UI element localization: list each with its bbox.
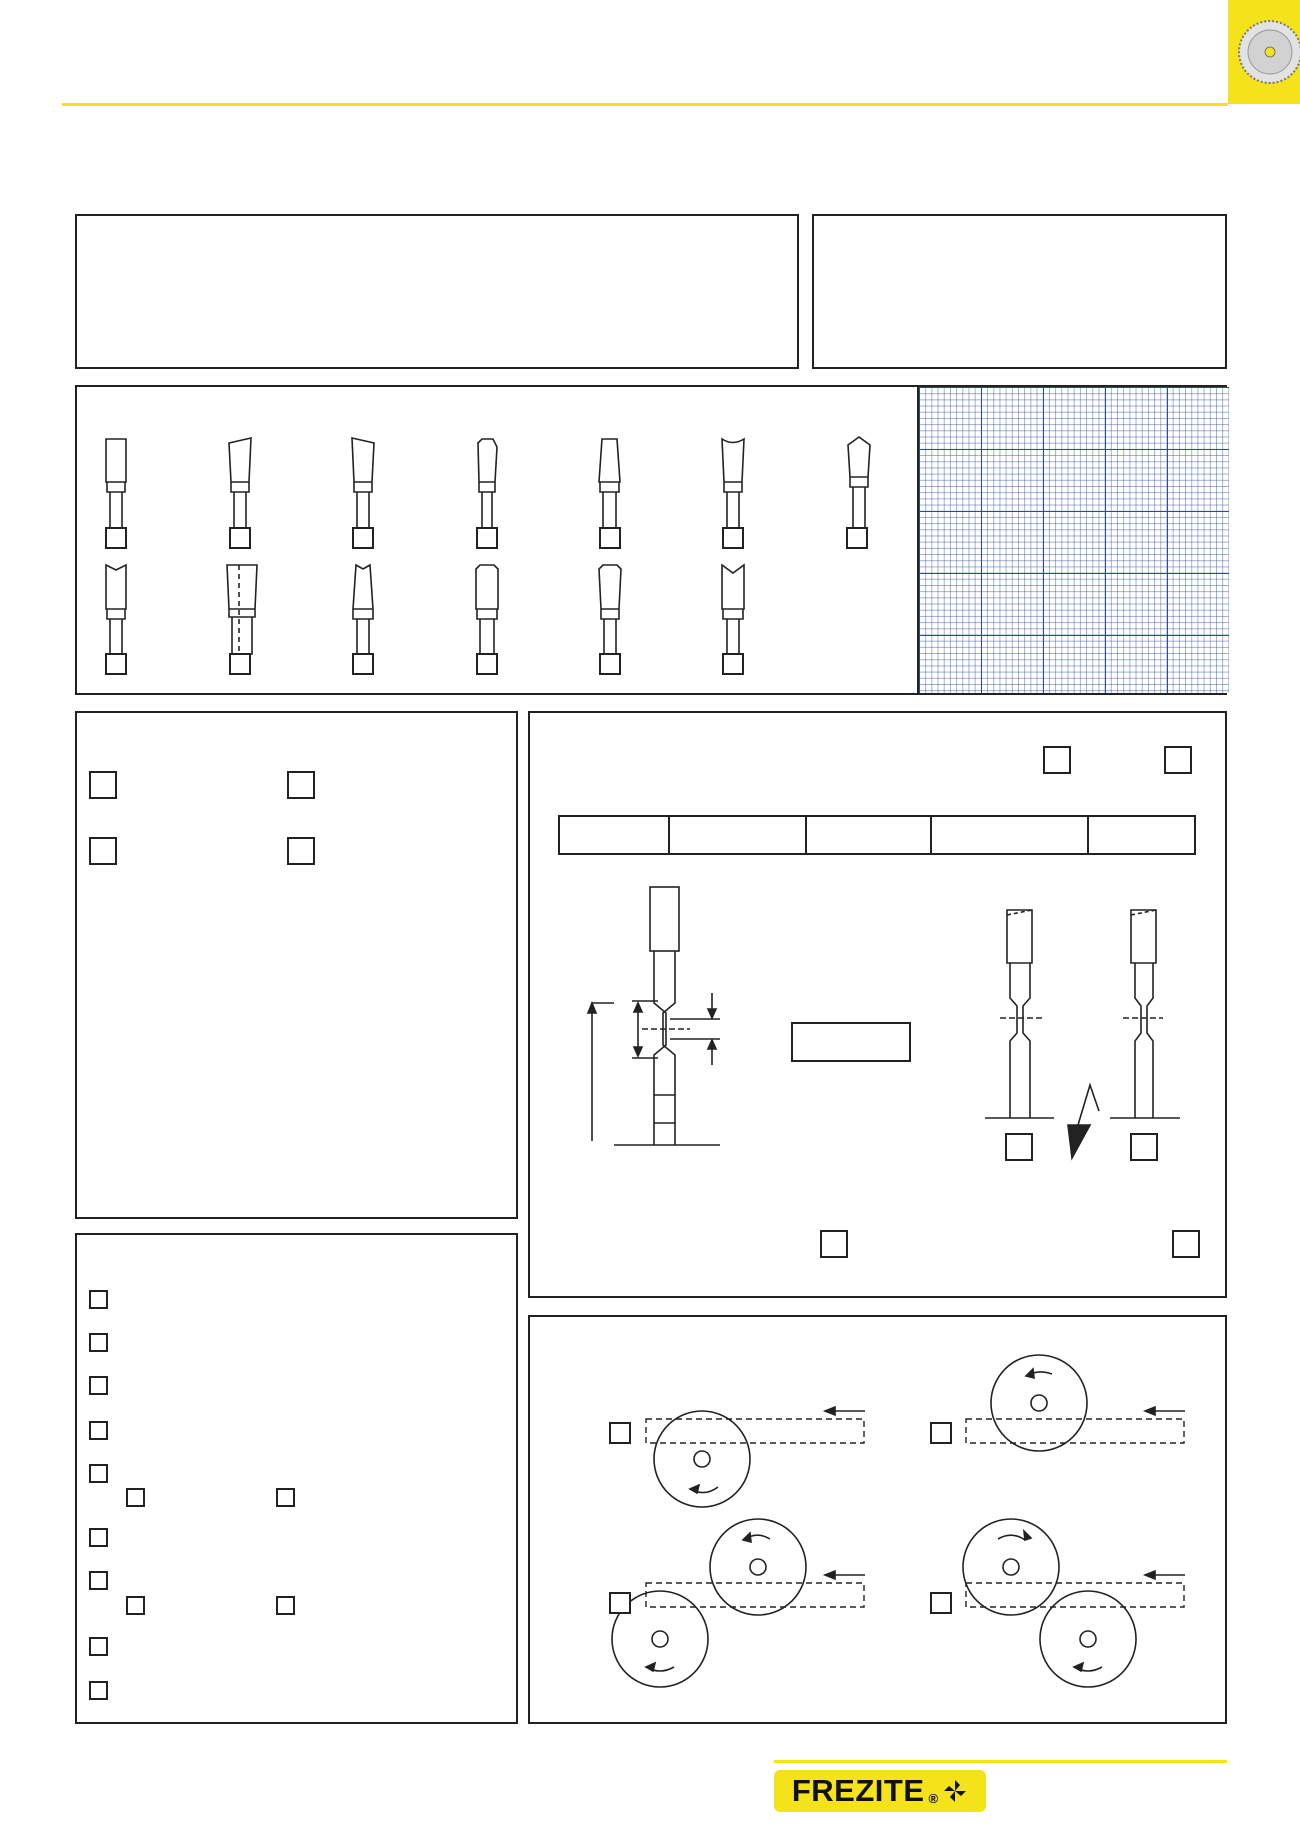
tooth-profiles-panel — [75, 385, 1229, 695]
arrangement-checkbox-a[interactable] — [609, 1422, 631, 1444]
checklist-panel — [75, 1233, 518, 1724]
profile-double-bevel — [105, 563, 127, 655]
profile-checkbox-3[interactable] — [352, 527, 374, 549]
arrangement-checkbox-b[interactable] — [930, 1422, 952, 1444]
profile-alternate-bevel — [228, 436, 252, 527]
cutting-arrangement-panel — [528, 1315, 1227, 1724]
profile-double-trapezoid — [352, 563, 374, 655]
profile-checkbox-13[interactable] — [722, 653, 744, 675]
bore-option-checkbox-1[interactable] — [1043, 746, 1071, 774]
order-info-panel — [812, 214, 1227, 369]
circular-saw-blade-icon — [1238, 20, 1300, 84]
frezite-pinwheel-icon — [944, 1780, 967, 1802]
checklist-checkbox-6[interactable] — [89, 1528, 108, 1547]
profile-checkbox-6[interactable] — [722, 527, 744, 549]
checklist-checkbox-9[interactable] — [89, 1681, 108, 1700]
bore-spec-cell-3[interactable] — [807, 817, 932, 853]
bore-option-checkbox-2[interactable] — [1164, 746, 1192, 774]
checklist-checkbox-8[interactable] — [89, 1637, 108, 1656]
bore-spec-cell-4[interactable] — [932, 817, 1089, 853]
profile-chamfered-both — [475, 564, 499, 655]
checklist-checkbox-4[interactable] — [89, 1421, 108, 1440]
checklist-checkbox-5[interactable] — [89, 1464, 108, 1483]
profile-negative-bevel — [351, 436, 375, 527]
profile-trapezoid — [598, 438, 621, 527]
pin-hole-view-left — [985, 909, 1054, 1119]
profile-chamfer-trapezoid — [598, 564, 622, 655]
options-panel — [75, 711, 518, 1219]
bore-drawings — [586, 886, 1180, 1161]
bore-panel — [528, 711, 1227, 1298]
checklist-sub-checkbox-7b[interactable] — [276, 1596, 295, 1615]
pin-hole-checkbox-right[interactable] — [1130, 1133, 1158, 1161]
lightning-arrow-icon — [1067, 1082, 1100, 1161]
profile-hollow-top — [721, 437, 745, 527]
pin-hole-section-drawing — [586, 886, 720, 1146]
profile-checkbox-5[interactable] — [599, 527, 621, 549]
checklist-checkbox-1[interactable] — [89, 1290, 108, 1309]
bore-value-box — [791, 1022, 911, 1062]
arrangement-checkbox-d[interactable] — [930, 1592, 952, 1614]
checklist-checkbox-7[interactable] — [89, 1571, 108, 1590]
tooth-profiles-drawings — [105, 436, 871, 655]
sketch-grid[interactable] — [917, 387, 1229, 693]
frezite-logo: FREZITE ® — [774, 1770, 986, 1812]
checklist-checkbox-2[interactable] — [89, 1333, 108, 1352]
profile-flat-top — [105, 438, 127, 527]
profile-checkbox-4[interactable] — [476, 527, 498, 549]
profile-hollow-bevel — [721, 563, 745, 655]
profile-pointed-top — [847, 436, 871, 527]
arrangement-double-offset-right — [962, 1518, 1185, 1688]
profile-checkbox-9[interactable] — [229, 653, 251, 675]
option-checkbox-2[interactable] — [287, 771, 315, 799]
profile-checkbox-7[interactable] — [846, 527, 868, 549]
profile-checkbox-1[interactable] — [105, 527, 127, 549]
logo-registered: ® — [928, 1790, 939, 1806]
arrangement-double-offset-left — [611, 1518, 865, 1688]
checklist-sub-checkbox-5b[interactable] — [276, 1488, 295, 1507]
arrangement-single-over — [965, 1354, 1185, 1452]
profile-checkbox-11[interactable] — [476, 653, 498, 675]
customer-info-panel — [75, 214, 799, 369]
bore-bottom-checkbox-2[interactable] — [1172, 1230, 1200, 1258]
option-checkbox-1[interactable] — [89, 771, 117, 799]
option-checkbox-4[interactable] — [287, 837, 315, 865]
arrangement-single-under — [645, 1405, 865, 1508]
bore-spec-cell-1[interactable] — [560, 817, 670, 853]
profile-wide-with-center — [226, 564, 258, 655]
profile-checkbox-12[interactable] — [599, 653, 621, 675]
profile-chamfer-right — [477, 438, 498, 527]
bore-spec-table — [558, 815, 1196, 855]
header-rule — [62, 103, 1228, 106]
checklist-sub-checkbox-5a[interactable] — [126, 1488, 145, 1507]
bore-bottom-checkbox-1[interactable] — [820, 1230, 848, 1258]
cutting-arrangement-drawings — [611, 1354, 1185, 1688]
logo-text: FREZITE — [791, 1773, 925, 1808]
pin-hole-view-right — [1110, 909, 1180, 1119]
checklist-sub-checkbox-7a[interactable] — [126, 1596, 145, 1615]
option-checkbox-3[interactable] — [89, 837, 117, 865]
arrangement-checkbox-c[interactable] — [609, 1592, 631, 1614]
profile-checkbox-2[interactable] — [229, 527, 251, 549]
footer-rule — [774, 1760, 1227, 1763]
corner-emblem — [1228, 0, 1300, 104]
profile-checkbox-8[interactable] — [105, 653, 127, 675]
profile-checkbox-10[interactable] — [352, 653, 374, 675]
pin-hole-checkbox-left[interactable] — [1005, 1133, 1033, 1161]
bore-spec-cell-2[interactable] — [670, 817, 807, 853]
checklist-checkbox-3[interactable] — [89, 1376, 108, 1395]
